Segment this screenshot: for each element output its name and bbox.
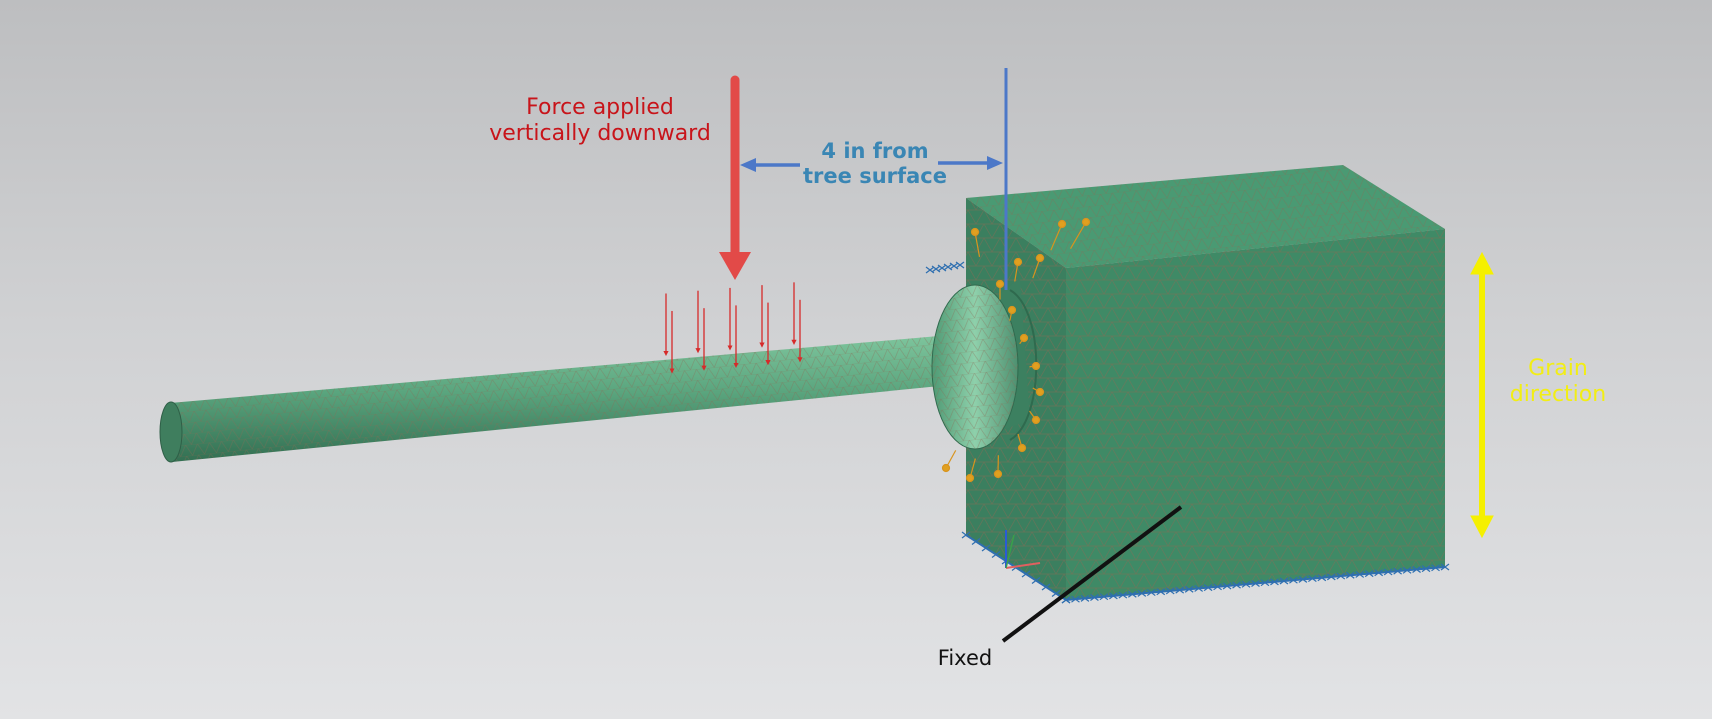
constraint-mark — [1175, 586, 1185, 594]
constraint-mark — [1165, 587, 1175, 595]
constraint-mark — [1099, 593, 1109, 601]
load-marker — [1013, 257, 1023, 267]
constraint-mark — [1251, 580, 1260, 587]
constraint-mark — [1307, 575, 1317, 583]
constraint-mark — [1071, 595, 1080, 603]
force-annotation: Force applied vertically downward — [470, 95, 730, 147]
constraint-mark — [1402, 566, 1412, 574]
grain-annotation: Grain direction — [1488, 356, 1628, 408]
load-marker-stem — [1070, 221, 1087, 249]
constraint-mark — [1127, 590, 1137, 598]
wood-block — [966, 165, 1445, 600]
constraint-mark — [1326, 573, 1336, 581]
constraint-mark — [1232, 581, 1241, 589]
force-annotation-line1: Force applied — [526, 95, 674, 120]
constraint-mark — [1156, 588, 1166, 596]
constraint-mark — [981, 544, 991, 552]
constraint-mark — [1109, 592, 1118, 600]
constraint-mark — [1270, 578, 1279, 586]
constraint-mark — [1298, 575, 1308, 583]
constraint-mark — [1393, 567, 1402, 575]
constraint-mark — [1146, 589, 1156, 597]
constraint-mark — [1279, 577, 1289, 585]
fixed-annotation: Fixed — [937, 646, 993, 670]
load-marker — [1081, 217, 1091, 227]
grain-annotation-line2: direction — [1509, 381, 1607, 407]
load-marker — [1035, 387, 1045, 397]
shaft — [159, 335, 950, 463]
force-arrow-icon — [719, 75, 751, 280]
constraint-mark — [1184, 585, 1194, 593]
collar — [931, 278, 1038, 450]
constraint-mark — [1364, 570, 1374, 578]
constraint-mark — [1345, 571, 1355, 579]
constraint-mark — [1241, 580, 1251, 588]
constraint-mark — [1260, 579, 1270, 587]
constraint-mark — [1289, 576, 1298, 584]
constraint-mark — [1374, 569, 1384, 577]
load-marker — [1031, 361, 1041, 371]
constraint-mark — [1213, 583, 1222, 591]
coordinate-triad-icon — [1005, 530, 1041, 569]
load-marker — [1031, 415, 1041, 425]
constraint-mark — [1137, 589, 1147, 597]
constraint-mark — [1203, 584, 1213, 592]
load-marker — [1019, 333, 1029, 343]
constraint-mark — [1317, 574, 1327, 582]
grain-direction-arrow-icon — [1470, 251, 1494, 539]
load-marker-stem — [974, 231, 981, 257]
constraint-mark — [1080, 594, 1090, 602]
distributed-load-arrows — [663, 282, 803, 374]
load-marker — [993, 469, 1003, 479]
grain-annotation-line1: Grain — [1528, 356, 1588, 381]
constraint-mark — [1431, 564, 1440, 572]
constraint-mark — [1336, 572, 1346, 580]
load-marker — [1017, 443, 1027, 453]
constraint-mark — [1383, 568, 1393, 576]
load-marker — [970, 227, 980, 237]
constraint-mark — [961, 531, 971, 539]
constraint-mark — [1355, 570, 1365, 578]
constraint-mark — [1222, 582, 1232, 590]
load-marker-stem — [1050, 223, 1063, 251]
constraint-mark — [1090, 594, 1099, 602]
constraint-mark — [1412, 565, 1421, 573]
constraint-mark — [1051, 590, 1061, 597]
constraint-mark — [971, 538, 981, 545]
load-marker — [965, 473, 975, 483]
constraint-mark — [1421, 565, 1431, 573]
fixed-constraint-icon — [925, 261, 1450, 604]
constraint-mark — [991, 551, 1001, 558]
load-marker — [941, 463, 951, 473]
load-marker — [1057, 219, 1067, 229]
constraint-mark — [1031, 577, 1041, 584]
load-marker — [995, 279, 1005, 289]
force-annotation-line2: vertically downward — [489, 120, 711, 146]
constraint-mark — [1118, 591, 1128, 599]
load-marker — [1007, 305, 1017, 315]
distance-annotation: 4 in from tree surface — [790, 139, 960, 189]
distance-annotation-line2: tree surface — [803, 163, 947, 188]
constraint-mark — [1194, 584, 1204, 592]
constraint-mark — [1440, 563, 1450, 571]
distance-arrow-icon — [740, 68, 1008, 290]
constraint-mark — [955, 261, 965, 269]
constraint-mark — [1041, 583, 1051, 591]
bolt-load-markers — [941, 217, 1091, 483]
fixed-leader-line — [1001, 505, 1183, 643]
distance-annotation-line1: 4 in from — [821, 139, 929, 163]
load-marker — [1035, 253, 1045, 263]
constraint-mark — [1021, 570, 1031, 578]
